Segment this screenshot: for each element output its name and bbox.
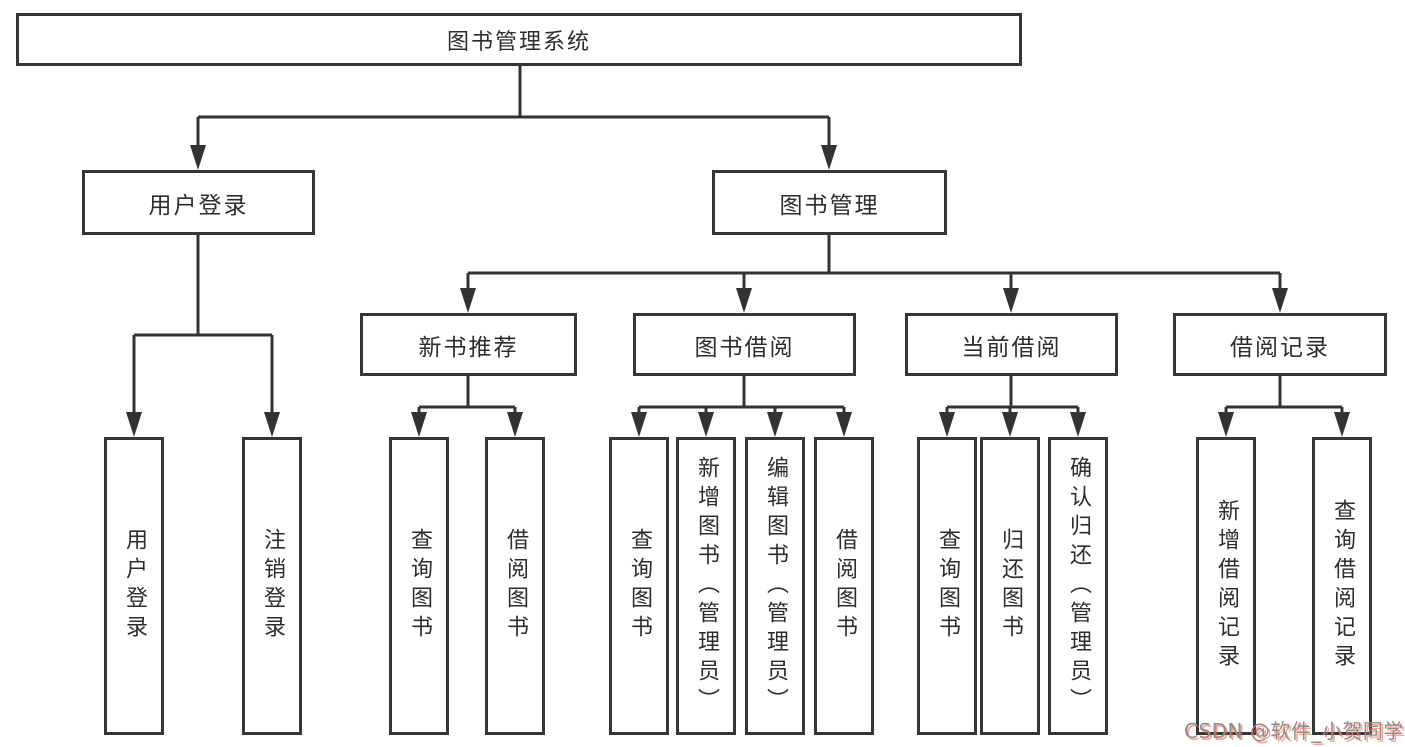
leaf-add-borrow-record: 新增借阅记录	[1196, 437, 1256, 735]
leaf-query-books-recommend: 查询图书	[389, 437, 449, 735]
connector-root-to-level2	[190, 66, 837, 170]
node-book-borrow: 图书借阅	[633, 313, 856, 376]
node-book-management: 图书管理	[712, 170, 947, 235]
node-library-management-system: 图书管理系统	[16, 13, 1022, 66]
node-current-borrow: 当前借阅	[905, 313, 1118, 376]
leaf-edit-book-admin: 编辑图书（管理员）	[745, 437, 805, 735]
connector-book-borrow-children	[631, 376, 852, 437]
leaf-return-books: 归还图书	[980, 437, 1040, 735]
leaf-add-book-admin: 新增图书（管理员）	[676, 437, 736, 735]
leaf-borrow-books-recommend: 借阅图书	[485, 437, 545, 735]
connector-new-book-recommend-children	[411, 376, 523, 437]
connector-book-management-children	[460, 235, 1288, 313]
node-borrow-record: 借阅记录	[1173, 313, 1387, 376]
leaf-confirm-return-admin: 确认归还（管理员）	[1048, 437, 1108, 735]
connector-current-borrow-children	[939, 376, 1086, 437]
connector-borrow-record-children	[1218, 376, 1350, 437]
leaf-query-books-borrow: 查询图书	[609, 437, 669, 735]
leaf-user-login: 用户登录	[104, 437, 164, 735]
leaf-borrow-books: 借阅图书	[814, 437, 874, 735]
leaf-logout: 注销登录	[242, 437, 302, 735]
leaf-query-borrow-record: 查询借阅记录	[1312, 437, 1372, 735]
leaf-query-books-current: 查询图书	[917, 437, 977, 735]
node-new-book-recommend: 新书推荐	[360, 313, 577, 376]
node-user-login: 用户登录	[82, 170, 315, 235]
watermark: CSDN @软件_小贺同学	[1184, 719, 1404, 743]
connector-user-login-children	[126, 235, 280, 437]
